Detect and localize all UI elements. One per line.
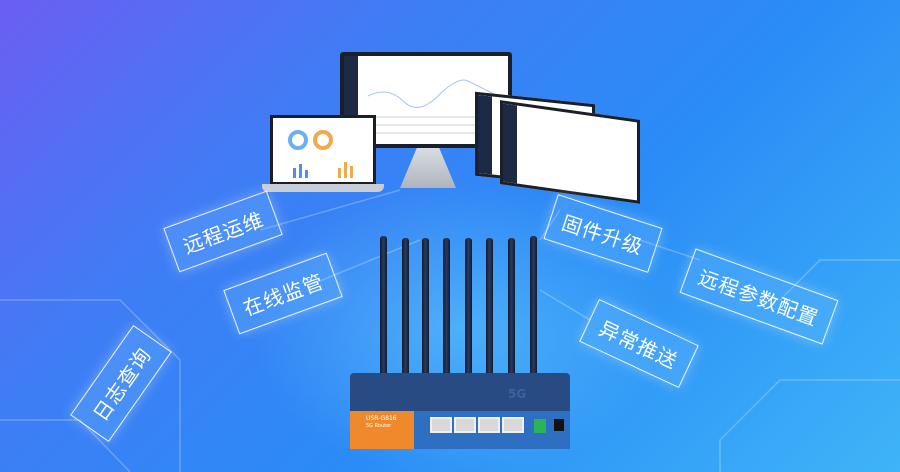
router-model: USR-G816 (366, 415, 397, 422)
lan-port (430, 417, 452, 433)
router-subtitle: 5G Router (366, 423, 392, 429)
laptop-dashboard (270, 115, 376, 185)
wan-port (502, 417, 524, 433)
lan-port (454, 417, 476, 433)
router-device: 5G USR-G816 5G Router (350, 373, 570, 449)
power-jack (554, 419, 564, 431)
laptop-base (262, 184, 384, 192)
lan-port (478, 417, 500, 433)
terminal-block (534, 419, 546, 433)
router-5g-badge: 5G (508, 387, 527, 401)
